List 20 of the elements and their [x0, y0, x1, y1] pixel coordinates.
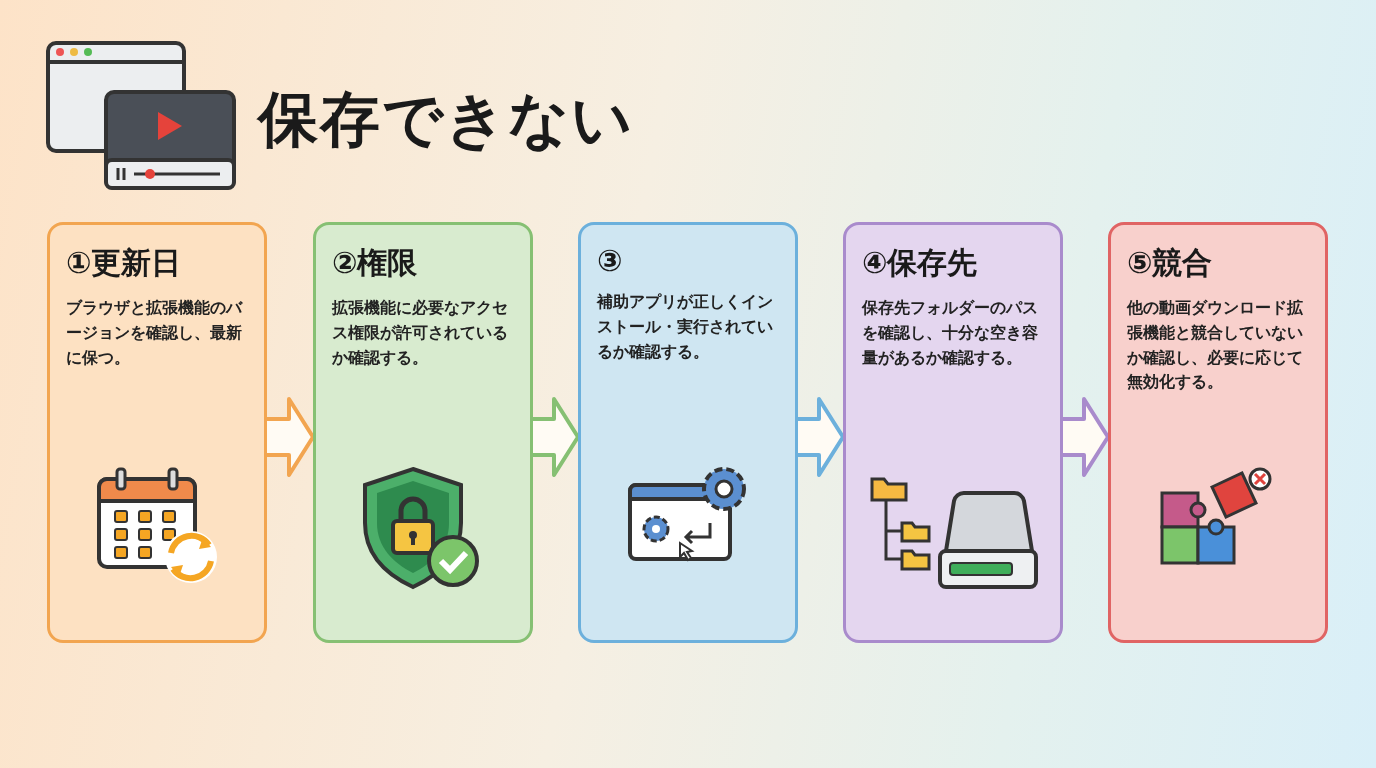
- step-card: [1108, 222, 1328, 643]
- step-card: [578, 222, 798, 643]
- step-heading: ④保存先: [862, 244, 979, 282]
- step-heading: ②権限: [332, 244, 419, 282]
- step-heading: ①更新日: [66, 244, 183, 282]
- step-description: ブラウザと拡張機能のバージョンを確認し、最新に保つ。: [66, 297, 244, 369]
- step-description: 保存先フォルダーのパスを確認し、十分な空き容量があるか確認する。: [862, 297, 1039, 369]
- title: 保存できない: [258, 83, 634, 156]
- step-description: 補助アプリが正しくインストール・実行されているか確認する。: [597, 291, 774, 363]
- block-arrow: [531, 397, 580, 477]
- step-card: [313, 222, 533, 643]
- step-description: 拡張機能に必要なアクセス権限が許可されているか確認する。: [332, 297, 509, 369]
- block-arrow: [265, 397, 315, 477]
- block-arrow: [1061, 397, 1110, 477]
- step-heading: ③: [597, 243, 624, 278]
- block-arrow: [796, 397, 845, 477]
- step-heading: ⑤競合: [1127, 244, 1214, 282]
- step-card: [47, 222, 267, 643]
- step-card: [843, 222, 1063, 643]
- step-description: 他の動画ダウンロード拡張機能と競合していないか確認し、必要に応じて無効化する。: [1127, 297, 1304, 394]
